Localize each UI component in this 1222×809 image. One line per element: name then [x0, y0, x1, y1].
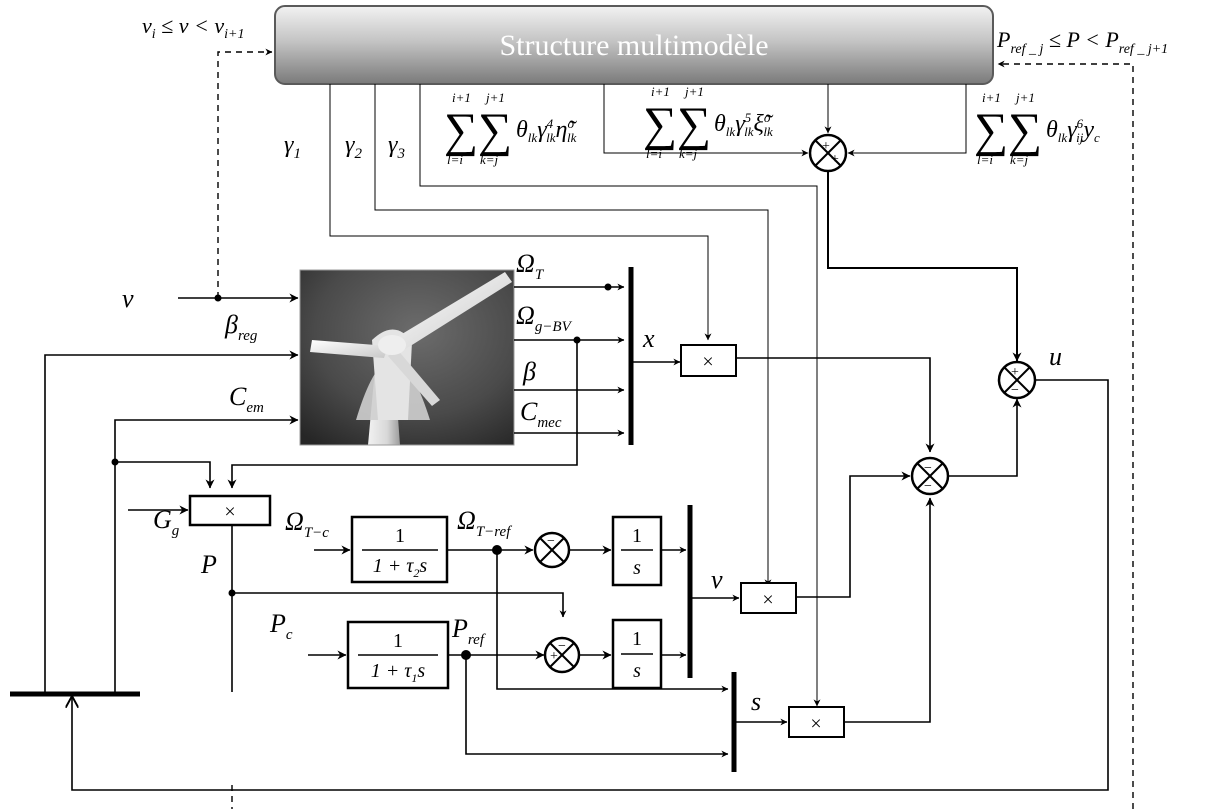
svg-text:Pref _ j ≤ P < Pref _ j+1: Pref _ j ≤ P < Pref _ j+1 [996, 27, 1168, 57]
svg-text:+: + [550, 649, 558, 664]
svg-text:i+1: i+1 [651, 84, 670, 99]
speed-error-summing-junction: − [535, 533, 569, 567]
speed-cmd-label: ΩT−c [285, 507, 329, 541]
middle-summing-junction: − − [912, 458, 948, 494]
svg-text:1: 1 [393, 630, 403, 652]
svg-text:+: + [831, 152, 839, 167]
gamma1-label: γ1 [284, 132, 301, 162]
svg-text:−: − [924, 479, 932, 494]
svg-text:1 + τ1s: 1 + τ1s [371, 660, 426, 685]
torque-em-label: Cem [229, 382, 264, 416]
p-ref-label: Pref [451, 614, 486, 648]
gamma3-label: γ3 [388, 132, 405, 162]
omega-t-label: ΩT [516, 249, 545, 283]
svg-text:∑: ∑ [478, 104, 512, 157]
gamma2-label: γ2 [345, 132, 362, 162]
wind-range-condition: vi ≤ v < vi+1 [142, 13, 244, 42]
multiply-x-block: × [681, 345, 736, 376]
s-signal-label: s [751, 687, 761, 716]
integrator-speed-block: 1 s [613, 517, 661, 585]
svg-text:k=j: k=j [480, 152, 499, 167]
filter-tau2-block: 1 1 + τ2s [352, 517, 447, 582]
svg-text:×: × [702, 351, 713, 373]
omega-g-bv-label: Ωg−BV [516, 301, 573, 335]
multiply-p-block: × [190, 496, 270, 525]
svg-text:j+1: j+1 [683, 84, 704, 99]
multiply-v-block: × [741, 583, 796, 613]
svg-text:1: 1 [395, 525, 405, 547]
power-scheduling-dashed-line [998, 64, 1133, 809]
svg-text:×: × [224, 501, 235, 523]
svg-text:s: s [633, 660, 641, 682]
svg-text:1: 1 [632, 525, 642, 547]
svg-text:l=i: l=i [447, 152, 463, 167]
svg-text:−: − [924, 461, 932, 476]
svg-text:∑: ∑ [444, 104, 478, 157]
multiply-s-block: × [789, 707, 844, 737]
power-error-summing-junction: + − [545, 638, 579, 672]
wind-turbine-photo [300, 270, 514, 445]
svg-text:∑: ∑ [677, 98, 711, 151]
top-summing-junction: + + [810, 135, 846, 171]
svg-text:∑: ∑ [974, 104, 1008, 157]
svg-text:1 + τ2s: 1 + τ2s [373, 555, 428, 580]
multimodel-structure-title: Structure multimodèle [499, 29, 768, 62]
multimodel-structure-block: Structure multimodèle [275, 6, 993, 84]
omega-t-ref-label: ΩT−ref [457, 506, 512, 540]
svg-text:vi ≤ v < vi+1: vi ≤ v < vi+1 [142, 13, 244, 42]
svg-text:i+1: i+1 [982, 90, 1001, 105]
svg-text:+: + [1011, 365, 1019, 380]
svg-text:k=j: k=j [1010, 152, 1029, 167]
svg-text:−: − [558, 639, 566, 654]
svg-text:×: × [810, 713, 821, 735]
svg-text:∑: ∑ [643, 98, 677, 151]
svg-text:∑: ∑ [1008, 104, 1042, 157]
filter-tau1-block: 1 1 + τ1s [348, 622, 448, 688]
svg-text:s: s [633, 557, 641, 579]
svg-text:×: × [762, 589, 773, 611]
wind-input-label: v [122, 284, 134, 313]
pitch-reg-label: βreg [224, 310, 258, 344]
c-mec-label: Cmec [520, 397, 562, 431]
svg-text:+: + [822, 139, 830, 154]
power-cmd-label: Pc [269, 609, 293, 643]
svg-text:i+1: i+1 [452, 90, 471, 105]
u-signal-label: u [1049, 342, 1062, 371]
svg-text:−: − [547, 534, 555, 549]
svg-text:−: − [1011, 383, 1019, 398]
svg-text:l=i: l=i [977, 152, 993, 167]
beta-label: β [522, 357, 536, 386]
wind-scheduling-dashed-line [218, 52, 272, 298]
x-signal-label: x [642, 324, 655, 353]
p-signal-label: P [200, 550, 217, 579]
svg-text:j+1: j+1 [484, 90, 505, 105]
svg-text:1: 1 [632, 628, 642, 650]
svg-text:j+1: j+1 [1014, 90, 1035, 105]
v-signal-label: v [711, 565, 723, 594]
control-summing-junction: + − [999, 362, 1035, 398]
power-range-condition: Pref _ j ≤ P < Pref _ j+1 [996, 27, 1168, 57]
integrator-power-block: 1 s [613, 620, 661, 688]
